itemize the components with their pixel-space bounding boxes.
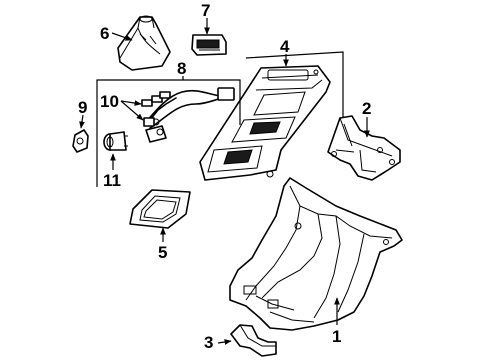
leader-10a bbox=[120, 100, 142, 106]
callout-2: 2 bbox=[362, 99, 371, 118]
wiring-harness-part bbox=[141, 87, 235, 143]
group-4-frame bbox=[245, 51, 344, 120]
group-8-frame bbox=[96, 79, 241, 187]
callout-5: 5 bbox=[158, 243, 167, 262]
cap-part bbox=[72, 129, 89, 153]
callout-3: 3 bbox=[204, 333, 213, 352]
callout-1: 1 bbox=[332, 327, 341, 346]
bracket-part bbox=[327, 115, 401, 181]
shift-boot-part bbox=[117, 15, 171, 71]
leader-6 bbox=[111, 32, 133, 41]
console-trim-part bbox=[199, 65, 331, 181]
clip-part bbox=[230, 324, 277, 357]
callout-7: 7 bbox=[201, 1, 210, 20]
callout-10: 10 bbox=[100, 92, 119, 111]
callout-11: 11 bbox=[103, 171, 121, 190]
callout-4: 4 bbox=[280, 37, 290, 56]
leader-10b bbox=[120, 100, 144, 121]
switch-part bbox=[191, 34, 227, 56]
leader-9 bbox=[79, 114, 85, 129]
callout-6: 6 bbox=[100, 24, 109, 43]
bezel-part bbox=[129, 189, 191, 229]
callout-9: 9 bbox=[78, 98, 87, 117]
leader-3 bbox=[217, 339, 232, 345]
callout-8: 8 bbox=[177, 59, 186, 78]
socket-part bbox=[103, 131, 128, 151]
console-body-part bbox=[229, 177, 403, 331]
